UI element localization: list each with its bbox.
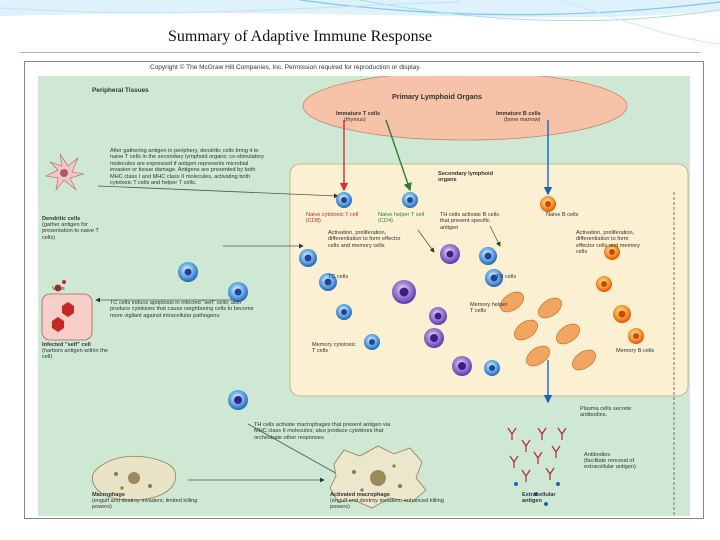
label-naive-cytotoxic: Naive cytotoxic T cell (CD8) — [306, 212, 359, 225]
title-underline — [20, 52, 700, 53]
text-plasma-cells: Plasma cells secrete antibodies. — [580, 406, 632, 419]
label-infected-self-cell: Infected "self" cell — [42, 342, 91, 348]
slide-title: Summary of Adaptive Immune Response — [168, 28, 432, 45]
b-cell-icons — [500, 196, 644, 371]
decorative-header-swoosh — [0, 0, 720, 45]
macrophage-icon — [92, 455, 177, 501]
dendritic-cell-icon — [45, 153, 85, 192]
virus-icon — [54, 280, 66, 292]
label-bone-marrow: (bone marrow) — [504, 117, 541, 123]
text-activation-b: Activation, proliferation, differentiati… — [576, 230, 640, 256]
infected-self-cell-icon — [41, 293, 93, 341]
label-peripheral-tissues: Peripheral Tissues — [92, 87, 149, 94]
text-activation-t: Activation, proliferation, differentiati… — [328, 230, 401, 249]
primary-lymphoid-oval — [302, 76, 628, 141]
label-memory-cytotoxic: Memory cytotoxic T cells — [312, 342, 356, 355]
label-dendritic-cells: Dendritic cells — [42, 216, 81, 222]
label-memory-b: Memory B cells — [616, 348, 655, 354]
label-activated-macrophage-desc: (engulf and destroy invaders; enhanced k… — [330, 498, 444, 511]
label-macrophage: Macrophage — [92, 492, 125, 498]
text-antigen-gathering: After gathering antigen in periphery, de… — [110, 148, 265, 187]
label-dendritic-desc: (gather antigen for presentation to naiv… — [42, 222, 99, 241]
label-th-cells: TH cells — [496, 274, 517, 280]
label-naive-b: Naive B cells — [546, 212, 579, 218]
label-thymus: (thymus) — [344, 117, 366, 123]
text-th-macrophage: TH cells activate macrophages that prese… — [254, 422, 391, 441]
label-secondary-lymphoid: Secondary lymphoid organs — [438, 171, 494, 184]
label-infected-desc: (harbors antigen within the cell) — [42, 348, 108, 361]
label-tc-cells: TC cells — [328, 274, 349, 280]
label-antibodies-desc: (facilitate removal of extracellular ant… — [584, 458, 636, 471]
label-primary-lymphoid: Primary Lymphoid Organs — [392, 92, 482, 101]
text-tc-induce: TC cells induce apoptosis in infected "s… — [110, 300, 254, 319]
diagram-graphics — [41, 76, 689, 516]
label-naive-helper: Naive helper T cell (CD4) — [378, 212, 425, 225]
label-activated-macrophage: Activated macrophage — [330, 492, 390, 498]
activated-macrophage-icon — [329, 445, 427, 509]
extracellular-antigen-icons — [514, 482, 560, 506]
label-immature-b: Immature B cells — [496, 111, 541, 117]
label-immature-t: Immature T cells — [336, 111, 381, 117]
copyright-notice: Copyright © The McGraw Hill Companies, I… — [150, 64, 421, 71]
adaptive-immune-diagram: Peripheral Tissues Primary Lymphoid Orga… — [38, 76, 690, 516]
label-antibodies: Antibodies — [584, 452, 611, 458]
label-macrophage-desc: (engulf and destroy invaders; limited ki… — [92, 498, 198, 511]
label-extracellular-antigen: Extracellular antigen — [522, 492, 556, 505]
t-cell-icons — [178, 192, 503, 410]
antibody-icons — [507, 427, 567, 482]
label-memory-helper: Memory helper T cells — [470, 302, 508, 315]
label-virus: Virus — [52, 286, 65, 292]
text-th-activate-b: TH cells activate B cells that present s… — [440, 212, 500, 231]
